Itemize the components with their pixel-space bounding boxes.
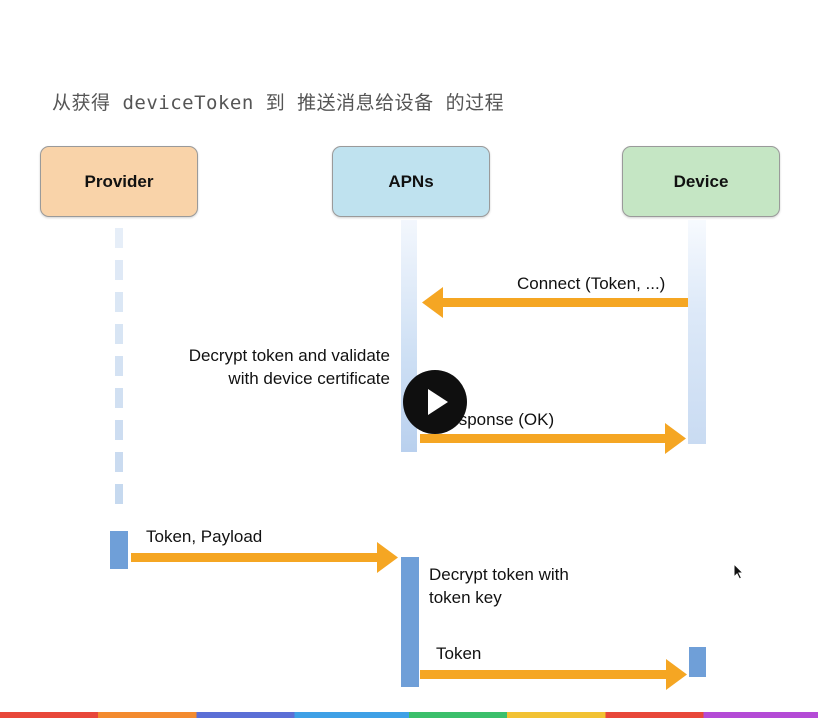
note-decrypt-validate-line1: Decrypt token and validate <box>188 346 390 365</box>
message-token-payload-label: Token, Payload <box>146 527 263 546</box>
arrow-token <box>420 659 687 690</box>
lifeline-segment <box>115 484 123 504</box>
lifeline-segment <box>115 388 123 408</box>
actor-apns-label: APNs <box>388 171 434 191</box>
page-title: 从获得 deviceToken 到 推送消息给设备 的过程 <box>52 92 505 114</box>
lifeline-segment <box>115 452 123 472</box>
lifeline-segment <box>115 324 123 344</box>
play-icon[interactable] <box>403 370 467 434</box>
note-decrypt-key-line1: Decrypt token with <box>429 565 569 584</box>
lifeline-segment <box>115 292 123 312</box>
device-lifeline <box>688 220 706 444</box>
arrow-response <box>420 423 686 454</box>
bottom-color-bar <box>0 712 818 718</box>
arrow-token-payload <box>131 542 398 573</box>
actor-provider-label: Provider <box>84 171 154 191</box>
actor-device: Device <box>622 146 780 217</box>
message-connect-label: Connect (Token, ...) <box>517 274 666 293</box>
mouse-cursor-icon <box>733 563 745 580</box>
note-decrypt-validate-line2: with device certificate <box>228 369 390 388</box>
actor-device-label: Device <box>673 171 729 191</box>
lifeline-segment <box>115 228 123 248</box>
note-decrypt-key-line2: token key <box>429 588 502 607</box>
lifeline-segment <box>115 260 123 280</box>
lifeline-segment <box>115 356 123 376</box>
actor-provider: Provider <box>40 146 198 217</box>
lifeline-segment <box>115 420 123 440</box>
message-token-label: Token <box>436 644 482 663</box>
device-activation-bar <box>689 647 706 677</box>
message-response-label: Response (OK) <box>437 410 555 429</box>
provider-activation-bar <box>110 531 128 569</box>
arrow-connect <box>422 287 688 318</box>
apns-activation-bar <box>401 557 419 687</box>
actor-apns: APNs <box>332 146 490 217</box>
